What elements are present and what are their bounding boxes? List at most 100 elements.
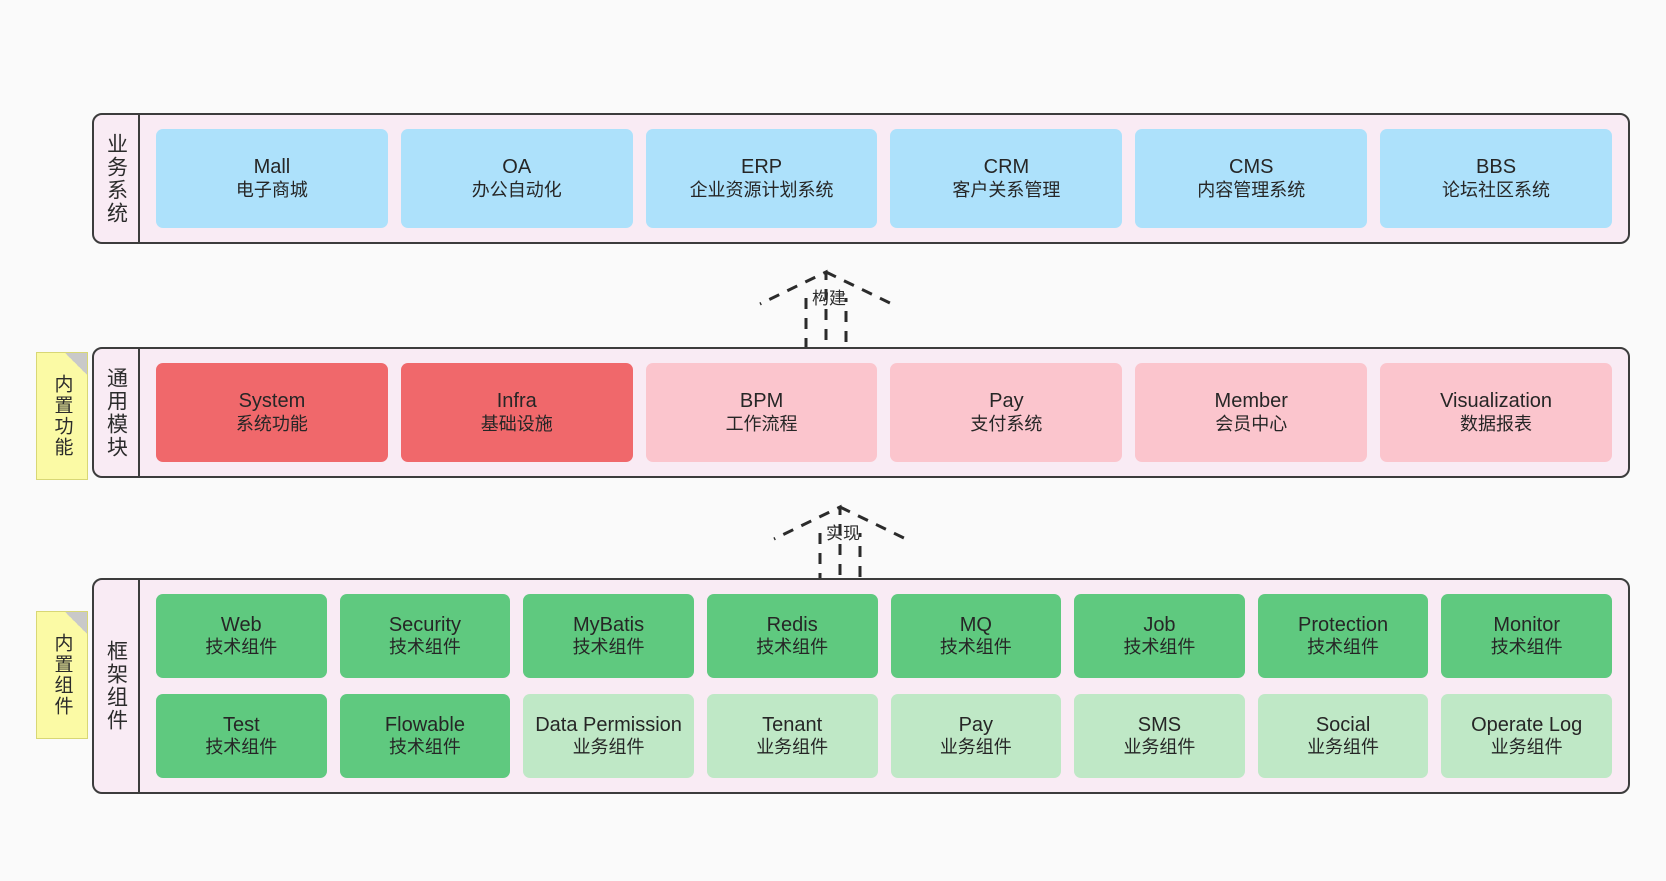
node-title: Infra	[496, 390, 537, 413]
node-subtitle: 技术组件	[205, 637, 278, 658]
node-title: MQ	[959, 613, 992, 636]
node-subtitle: 工作流程	[725, 413, 798, 434]
node-title: ERP	[741, 156, 783, 179]
node-title: Social	[1315, 713, 1371, 736]
node-subtitle: 内容管理系统	[1197, 179, 1306, 200]
node-title: SMS	[1137, 713, 1182, 736]
connector-implement-label: 实现	[826, 524, 860, 543]
node-subtitle: 业务组件	[1490, 737, 1563, 758]
node-subtitle: 客户关系管理	[952, 179, 1061, 200]
connector-build-left-branch	[759, 269, 828, 340]
connector-build-label: 构建	[812, 289, 846, 308]
node-title: Job	[1143, 613, 1176, 636]
node-subtitle: 技术组件	[1307, 637, 1380, 658]
node-title: Mall	[253, 156, 291, 179]
node-subtitle: 业务组件	[1123, 737, 1196, 758]
node-title: CMS	[1229, 156, 1274, 179]
node-title: Redis	[766, 613, 818, 636]
node-title: Data Permission	[535, 713, 682, 736]
node-subtitle: 技术组件	[388, 737, 461, 758]
node-title: Flowable	[384, 713, 465, 736]
node-subtitle: 办公自动化	[471, 179, 562, 200]
connector-build-right-branch	[825, 270, 893, 306]
node-subtitle: 支付系统	[970, 413, 1043, 434]
node-subtitle: 业务组件	[756, 737, 829, 758]
node-subtitle: 业务组件	[1307, 737, 1380, 758]
node-title: Visualization	[1440, 390, 1553, 413]
connector-implement: 实现	[772, 487, 912, 587]
node-subtitle: 技术组件	[388, 637, 461, 658]
node-title: Web	[220, 613, 262, 636]
node-title: Protection	[1298, 613, 1389, 636]
node-title: Member	[1214, 390, 1288, 413]
note-builtin-components: 内置组件	[36, 611, 88, 739]
layer-title-framework-components: 框架组件	[104, 640, 128, 732]
node-title: Monitor	[1493, 613, 1561, 636]
node-subtitle: 技术组件	[939, 637, 1012, 658]
node-title: MyBatis	[573, 613, 645, 636]
node-title: Security	[388, 613, 462, 636]
connector-implement-left-branch	[773, 504, 842, 575]
node-subtitle: 技术组件	[1490, 637, 1563, 658]
node-title: System	[238, 390, 306, 413]
node-title: BPM	[739, 390, 784, 413]
node-title: Operate Log	[1471, 713, 1583, 736]
node-subtitle: 论坛社区系统	[1442, 179, 1551, 200]
node-subtitle: 电子商城	[235, 179, 308, 200]
connector-implement-right-branch	[839, 505, 907, 541]
node-title: Tenant	[762, 713, 823, 736]
node-subtitle: 技术组件	[572, 637, 645, 658]
node-subtitle: 技术组件	[1123, 637, 1196, 658]
layer-title-divider	[138, 115, 140, 242]
node-subtitle: 技术组件	[756, 637, 829, 658]
node-subtitle: 基础设施	[480, 413, 553, 434]
node-title: Pay	[958, 713, 994, 736]
node-title: BBS	[1476, 156, 1517, 179]
layer-title-divider	[138, 349, 140, 476]
node-subtitle: 业务组件	[939, 737, 1012, 758]
node-title: Pay	[989, 390, 1024, 413]
note-builtin-features: 内置功能	[36, 352, 88, 480]
layer-title-common-modules: 通用模块	[104, 366, 128, 459]
layer-title-divider	[138, 580, 140, 792]
node-subtitle: 业务组件	[572, 737, 645, 758]
layer-title-business-systems: 业务系统	[104, 132, 128, 225]
